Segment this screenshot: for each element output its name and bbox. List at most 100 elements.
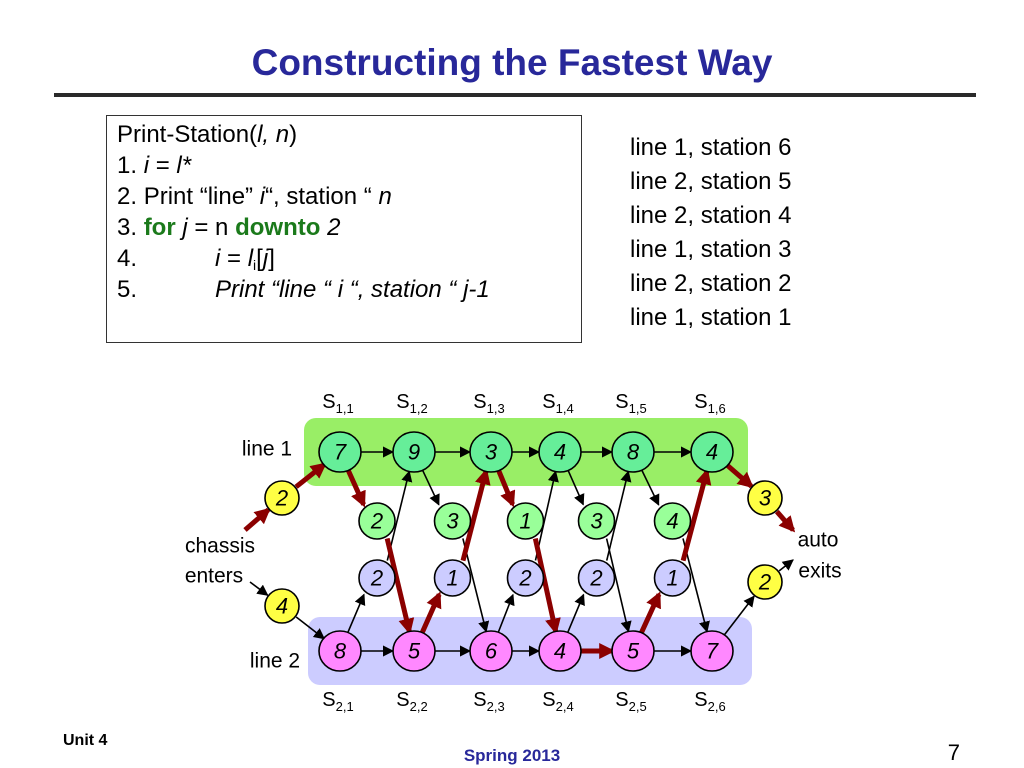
code-indented: i = li[j] xyxy=(215,243,275,281)
output-line: line 1, station 3 xyxy=(630,236,792,263)
transfer-2-to-1-value: 1 xyxy=(666,566,678,591)
transfer-2-to-1 xyxy=(433,559,472,597)
code-token: l xyxy=(247,245,254,272)
code-line-1: 1. i = l* xyxy=(117,150,581,181)
station-label-bottom: S2,4 xyxy=(542,689,573,714)
code-line-header: Print-Station(l, n) xyxy=(117,119,581,150)
fastest-path-arrow xyxy=(774,509,796,533)
fastest-path-arrow xyxy=(419,591,442,634)
line1-station-value: 4 xyxy=(706,440,718,465)
title-divider xyxy=(54,93,976,97)
transfer-1-to-2-value: 2 xyxy=(370,509,383,534)
station-label-top: S1,5 xyxy=(615,391,646,416)
code-token: ] xyxy=(268,245,275,272)
line1-station xyxy=(690,431,734,473)
code-line-5: 5. Print “line “ i “, station “ j-1 xyxy=(117,274,581,305)
line1-station xyxy=(469,431,513,473)
code-token: i xyxy=(259,183,266,210)
fastest-path-arrow xyxy=(345,469,366,508)
code-token: = xyxy=(227,245,242,272)
transfer-2-to-1-value: 1 xyxy=(446,566,458,591)
code-token: “, station “ xyxy=(265,183,372,210)
transfer-arrow xyxy=(605,538,632,633)
line1-station xyxy=(538,431,582,473)
line2-station xyxy=(469,630,513,672)
station-label-bottom: S2,3 xyxy=(473,689,504,714)
auto-arrow xyxy=(778,559,794,572)
code-line-number: 1. xyxy=(117,152,138,179)
transfer-arrow xyxy=(421,469,440,506)
fastest-path-arrow xyxy=(680,468,712,562)
transfer-2-to-1 xyxy=(506,559,545,597)
output-line: line 1, station 6 xyxy=(630,134,792,161)
line2-station xyxy=(611,630,655,672)
code-token: = xyxy=(155,152,170,179)
transfer-1-to-2 xyxy=(506,502,545,540)
code-keyword-downto: downto xyxy=(235,214,321,241)
transfer-2-to-1 xyxy=(358,559,396,597)
transfer-1-to-2-value: 4 xyxy=(666,509,678,534)
line1-station xyxy=(611,431,655,473)
exit-time-line2 xyxy=(747,564,783,600)
transfer-1-to-2-value: 1 xyxy=(519,509,531,534)
code-token: 2 xyxy=(327,214,341,241)
transfer-arrow xyxy=(641,469,660,506)
code-line-number: 3. xyxy=(117,214,138,241)
line1-station-value: 4 xyxy=(554,440,566,465)
line1-station-value: 3 xyxy=(485,440,498,465)
code-header-args: l, n xyxy=(257,121,290,148)
transfer-arrow xyxy=(497,593,515,633)
line2-station xyxy=(690,630,734,672)
chassis-label: chassis xyxy=(185,535,255,558)
code-token: Print “line” xyxy=(143,183,254,210)
line2-station xyxy=(392,630,436,672)
transfer-2-to-1 xyxy=(653,559,692,597)
fastest-path-arrow xyxy=(243,507,271,532)
fastest-path-arrow xyxy=(460,468,491,562)
fastest-path-arrow xyxy=(639,591,662,634)
station-label-top: S1,6 xyxy=(694,391,725,416)
entry-arrow xyxy=(295,616,326,640)
code-token: j xyxy=(182,214,188,241)
code-token: [ xyxy=(256,245,263,272)
line2-station-value: 5 xyxy=(627,639,640,664)
station-label-top: S1,4 xyxy=(542,391,573,416)
transfer-1-to-2 xyxy=(577,502,616,540)
code-token: = n xyxy=(194,214,229,241)
entry-time-line2-value: 4 xyxy=(276,594,288,619)
transfer-arrow xyxy=(566,593,585,633)
transfer-2-to-1-value: 2 xyxy=(370,566,383,591)
code-line-number: 2. xyxy=(117,183,138,210)
output-line: line 2, station 2 xyxy=(630,270,792,297)
code-indented: Print “line “ i “, station “ j-1 xyxy=(215,276,490,303)
exit-time-line1-value: 3 xyxy=(759,486,772,511)
chassis-arrow xyxy=(249,581,269,596)
line2-station-value: 5 xyxy=(408,639,421,664)
code-token: n xyxy=(378,183,392,210)
code-token: i xyxy=(143,152,150,179)
code-line-4: 4. i = li[j] xyxy=(117,243,581,274)
transfer-2-to-1-value: 2 xyxy=(589,566,602,591)
code-line-2: 2. Print “line” i“, station “ n xyxy=(117,181,581,212)
transfer-arrow xyxy=(567,469,585,506)
transfer-1-to-2 xyxy=(358,502,396,540)
code-token: j xyxy=(262,245,269,272)
entry-time-line1 xyxy=(264,480,300,516)
fastest-path-arrow xyxy=(294,462,327,489)
transfer-2-to-1-value: 2 xyxy=(518,566,531,591)
station-label-top: S1,3 xyxy=(473,391,504,416)
transfer-1-to-2-value: 3 xyxy=(590,509,603,534)
transfer-arrow xyxy=(605,470,632,561)
line2-station-value: 7 xyxy=(706,639,719,664)
output-list: line 1, station 6 line 2, station 5 line… xyxy=(630,131,791,335)
footer-term: Spring 2013 xyxy=(463,746,561,765)
page-number: 7 xyxy=(947,740,960,765)
line1-station-value: 9 xyxy=(408,440,420,465)
line2-station-value: 6 xyxy=(485,639,498,664)
station-label-bottom: S2,6 xyxy=(694,689,725,714)
chassis-label: enters xyxy=(185,565,243,588)
transfer-1-to-2 xyxy=(653,502,692,540)
line2-station xyxy=(318,630,362,672)
line1-station xyxy=(392,431,436,473)
station-label-bottom: S2,2 xyxy=(396,689,427,714)
